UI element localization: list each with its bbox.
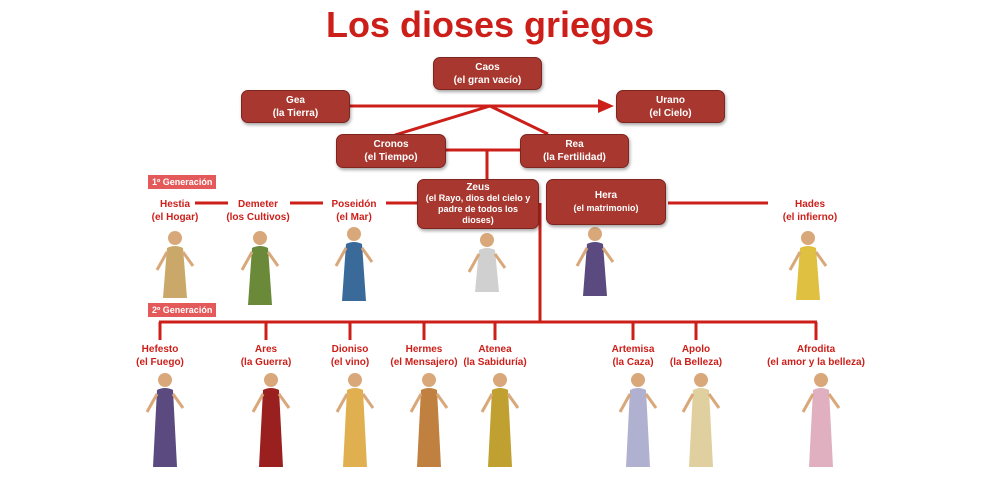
god-illustration xyxy=(801,373,841,467)
god-domain: (el Tiempo) xyxy=(364,152,418,163)
god-label: Atenea (la Sabiduría) xyxy=(463,343,526,369)
god-domain: (los Cultivos) xyxy=(226,212,290,223)
god-name: Atenea xyxy=(478,344,512,355)
god-domain: (el amor y la belleza) xyxy=(767,357,865,368)
god-name: Rea xyxy=(565,139,584,150)
box-hera: Hera (el matrimonio) xyxy=(546,179,666,225)
god-label: Hestia (el Hogar) xyxy=(152,198,199,224)
god-name: Apolo xyxy=(681,344,711,355)
god-label: Artemisa (la Caza) xyxy=(612,343,655,369)
god-name: Demeter xyxy=(237,199,279,210)
god-name: Artemisa xyxy=(611,344,655,355)
god-illustration xyxy=(480,373,520,467)
box-cronos: Cronos (el Tiempo) xyxy=(336,134,446,168)
god-label: Poseidón (el Mar) xyxy=(331,198,376,224)
god-illustration xyxy=(788,231,828,300)
god-name: Dioniso xyxy=(331,344,369,355)
arrow-head-icon xyxy=(598,99,614,113)
god-domain: (el infierno) xyxy=(782,212,838,223)
god-name: Ares xyxy=(254,344,278,355)
god-name: Hefesto xyxy=(141,344,179,355)
god-label: Hermes (el Mensajero) xyxy=(390,343,457,369)
page-title: Los dioses griegos xyxy=(325,4,655,45)
god-illustration xyxy=(618,373,658,467)
god-domain: (el Fuego) xyxy=(136,357,184,368)
god-illustration xyxy=(467,233,507,292)
god-illustration xyxy=(335,373,375,467)
god-illustration xyxy=(251,373,291,467)
god-name: Hestia xyxy=(159,199,191,210)
god-illustration xyxy=(409,373,449,467)
god-name: Hermes xyxy=(405,344,443,355)
god-domain: (la Guerra) xyxy=(240,357,292,368)
god-domain: (el matrimonio) xyxy=(573,203,639,213)
god-name: Poseidón xyxy=(331,199,377,210)
god-domain: (el gran vacío) xyxy=(453,74,522,86)
box-rea: Rea (la Fertilidad) xyxy=(520,134,629,168)
god-illustration xyxy=(145,373,185,467)
god-domain: (el Rayo, dios del cielo y padre de todo… xyxy=(425,193,531,225)
god-label: Demeter (los Cultivos) xyxy=(226,198,289,224)
box-gea: Gea(la Tierra) xyxy=(241,90,350,123)
god-label: Dioniso (el vino) xyxy=(331,343,369,369)
box-caos: Caos(el gran vacío) xyxy=(433,57,542,90)
god-domain: (la Sabiduría) xyxy=(463,357,527,368)
god-domain: (el Hogar) xyxy=(151,212,199,223)
god-name: Cronos xyxy=(373,139,409,150)
god-domain: (la Tierra) xyxy=(272,107,319,119)
god-illustration xyxy=(575,227,615,296)
god-domain: (la Fertilidad) xyxy=(543,152,606,163)
god-label: Afrodita (el amor y la belleza) xyxy=(767,343,865,369)
god-illustration xyxy=(334,227,374,301)
box-zeus: Zeus(el Rayo, dios del cielo y padre de … xyxy=(417,179,539,229)
god-label: Apolo (la Belleza) xyxy=(670,343,722,369)
god-name: Caos xyxy=(475,61,500,73)
god-name: Hades xyxy=(794,199,826,210)
god-domain: (el Cielo) xyxy=(649,107,692,119)
god-name: Urano xyxy=(656,94,685,106)
god-illustration xyxy=(155,231,195,298)
box-urano: Urano(el Cielo) xyxy=(616,90,725,123)
god-domain: (el Mensajero) xyxy=(390,357,458,368)
god-illustration xyxy=(240,231,280,305)
generation-2-badge: 2º Generación xyxy=(148,303,217,317)
god-label: Hades (el infierno) xyxy=(783,198,837,224)
god-domain: (la Belleza) xyxy=(669,357,723,368)
generation-1-badge: 1º Generación xyxy=(148,175,217,189)
god-illustration xyxy=(681,373,721,467)
god-label: Hefesto (el Fuego) xyxy=(136,343,184,369)
god-domain: (el vino) xyxy=(330,357,370,368)
god-name: Gea xyxy=(286,94,305,106)
god-name: Afrodita xyxy=(796,344,836,355)
god-name: Zeus xyxy=(466,182,490,193)
god-domain: (el Mar) xyxy=(336,212,372,223)
god-label: Ares (la Guerra) xyxy=(241,343,292,369)
god-name: Hera xyxy=(594,190,618,201)
god-domain: (la Caza) xyxy=(612,357,654,368)
